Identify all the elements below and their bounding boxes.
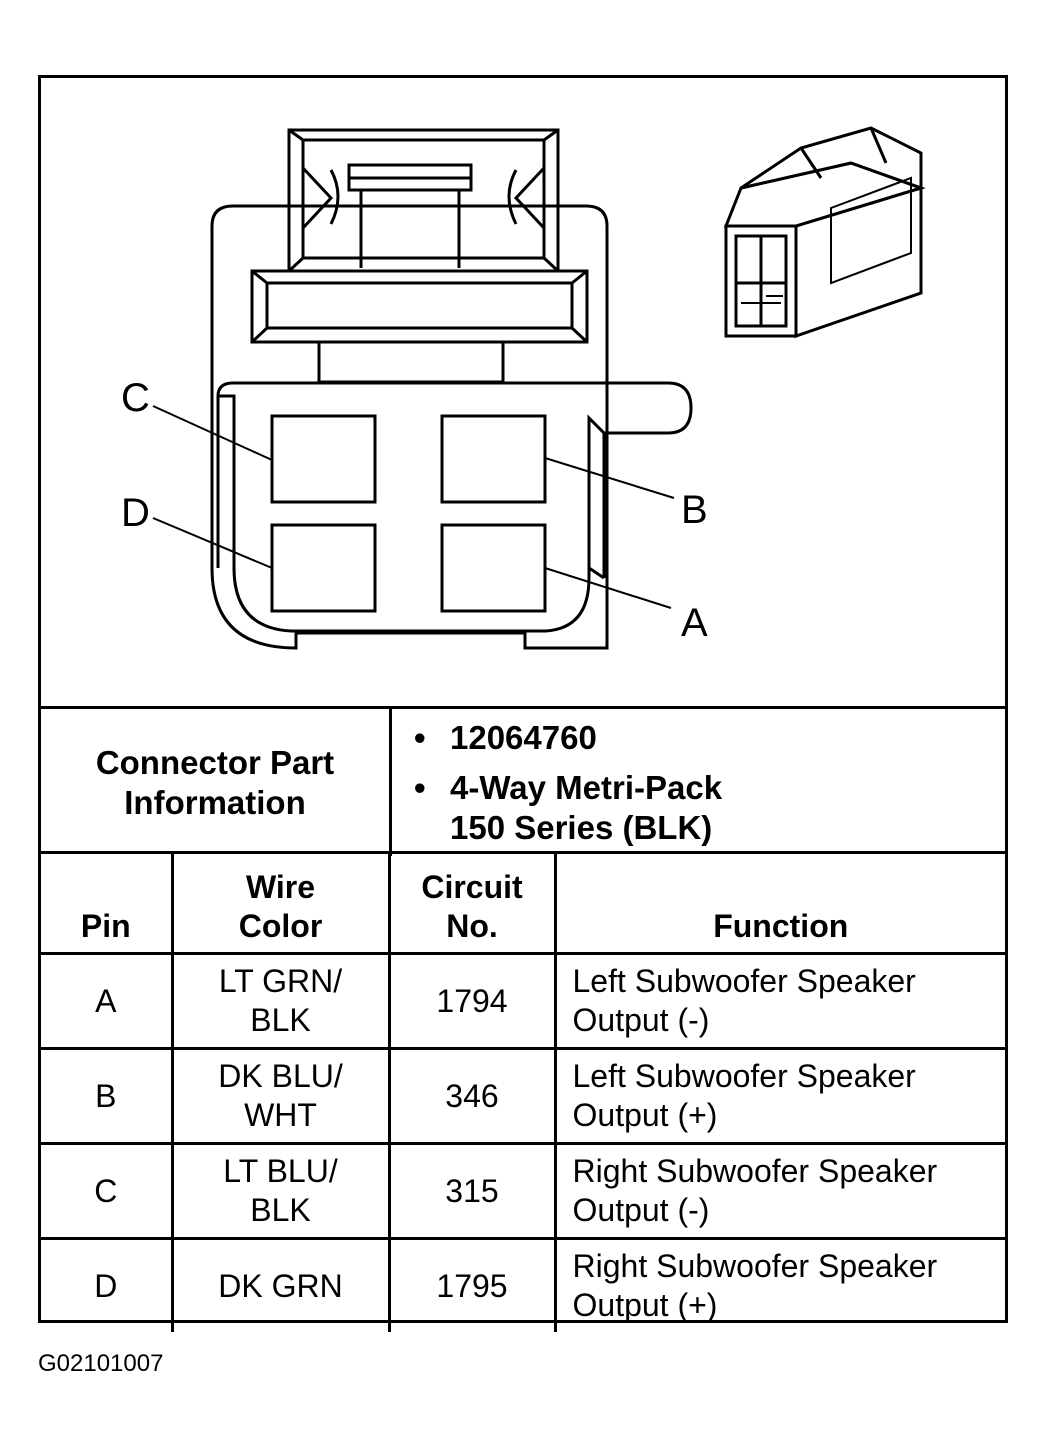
connector-description-line1: 4-Way Metri-Pack [450,768,723,806]
leader-line-c [152,405,273,461]
diagram-frame: C D B A Connector Part Information 1206 [38,75,1008,1332]
header-pin: Pin [41,851,172,954]
table-row: A LT GRN/BLK 1794 Left Subwoofer Speaker… [41,952,1005,1049]
leader-line-a [544,567,672,609]
leader-line-b [544,457,675,499]
wire-color-cell: LT BLU/BLK [170,1142,389,1239]
circuit-cell: 346 [387,1047,555,1144]
connector-info-table: Connector Part Information 12064760 4-Wa… [41,706,1005,856]
connector-info-value: 12064760 4-Way Metri-Pack 150 Series (BL… [389,706,1005,856]
connector-collar [250,269,589,384]
connector-description-line2: 150 Series (BLK) [450,808,713,846]
wire-color-cell: DK GRN [170,1237,389,1332]
connector-body [210,204,609,650]
pin-cavity-b [440,414,547,504]
pin-label-c: C [121,376,150,420]
header-function: Function [553,851,1005,954]
connector-face-diagram: C D B A [121,126,926,650]
pin-cell: C [41,1142,172,1239]
leader-line-d [152,517,273,569]
pin-cavity-a [440,523,547,613]
figure-id: G02101007 [38,1350,164,1377]
pin-label-a: A [681,601,708,645]
pin-label-d: D [121,491,150,535]
connector-info-label: Connector Part Information [41,706,391,856]
connector-latch [287,128,560,273]
circuit-cell: 1794 [387,952,555,1049]
pin-cell: D [41,1237,172,1332]
connector-description: 4-Way Metri-Pack 150 Series (BLK) [414,768,1004,848]
circuit-cell: 1795 [387,1237,555,1332]
wire-color-cell: DK BLU/WHT [170,1047,389,1144]
table-row: C LT BLU/BLK 315 Right Subwoofer Speaker… [41,1142,1005,1239]
terminal-face [216,381,693,633]
pin-label-b: B [681,488,708,532]
connector-3d-view [723,126,926,339]
pin-cell: A [41,952,172,1049]
wire-color-cell: LT GRN/BLK [170,952,389,1049]
pin-cavity-c [270,414,377,504]
circuit-cell: 315 [387,1142,555,1239]
part-number: 12064760 [414,718,1004,758]
pin-cavity-d [270,523,377,613]
pin-cell: B [41,1047,172,1144]
